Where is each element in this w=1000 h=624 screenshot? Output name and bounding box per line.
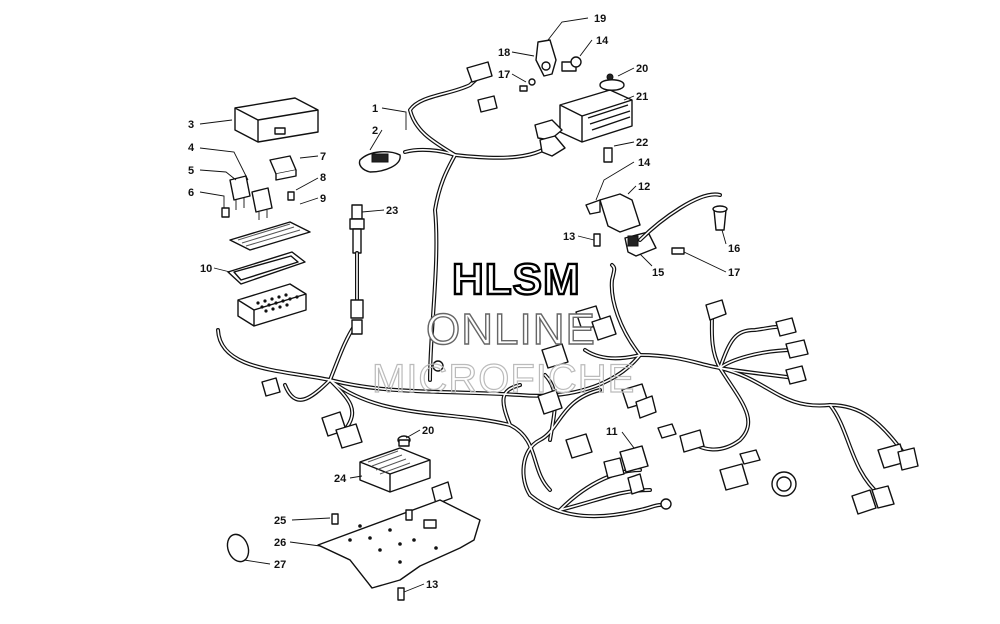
callout-3: 3 bbox=[188, 119, 194, 131]
coil-bracket bbox=[585, 193, 641, 233]
grommet-lower bbox=[397, 435, 411, 447]
harness-wire-core-2 bbox=[329, 354, 641, 397]
callout-1: 1 bbox=[372, 103, 378, 115]
harness-wire-core-20 bbox=[689, 367, 750, 451]
callout-26: 26 bbox=[274, 537, 286, 549]
callout-7: 7 bbox=[320, 151, 326, 163]
callout-20b: 20 bbox=[422, 425, 434, 437]
harness-wire-core-22 bbox=[529, 494, 661, 518]
watermark-line-2: ONLINE bbox=[426, 305, 596, 354]
ignition-coil bbox=[624, 231, 657, 257]
callout-6: 6 bbox=[188, 187, 194, 199]
control-module bbox=[359, 447, 431, 493]
callout-14b: 14 bbox=[638, 157, 651, 169]
callout-17b: 17 bbox=[728, 267, 740, 279]
watermark-line-1: HLSM bbox=[452, 255, 581, 304]
watermark-line-3: MICROFICHE bbox=[372, 357, 635, 401]
bolt-coil bbox=[671, 247, 685, 255]
harness-wire-core-19 bbox=[829, 404, 881, 496]
bolt-regulator bbox=[603, 147, 613, 163]
callout-21: 21 bbox=[636, 91, 648, 103]
voltage-regulator bbox=[534, 89, 633, 157]
relay-small bbox=[269, 155, 297, 181]
callout-17a: 17 bbox=[498, 69, 510, 81]
screw-lower bbox=[397, 587, 405, 601]
connector-cluster bbox=[603, 445, 649, 495]
callout-23: 23 bbox=[386, 205, 398, 217]
callout-25: 25 bbox=[274, 515, 286, 527]
harness-wire-core-1 bbox=[217, 329, 331, 381]
callout-8: 8 bbox=[320, 172, 326, 184]
callout-9: 9 bbox=[320, 193, 326, 205]
connector-top bbox=[466, 61, 498, 113]
screw-bracket bbox=[593, 233, 601, 247]
callout-5: 5 bbox=[188, 165, 194, 177]
harness-wire-core-6 bbox=[329, 379, 551, 491]
screw-plate bbox=[331, 513, 339, 525]
callout-19: 19 bbox=[594, 13, 606, 25]
callout-27: 27 bbox=[274, 559, 286, 571]
spark-plug-boot bbox=[712, 205, 728, 231]
harness-wire-core-11 bbox=[639, 354, 721, 369]
callout-13b: 13 bbox=[426, 579, 438, 591]
callout-22: 22 bbox=[636, 137, 648, 149]
harness-plug-connector bbox=[358, 151, 401, 173]
fuse-label-decal bbox=[229, 221, 311, 251]
dielectric-cap bbox=[599, 73, 625, 91]
fuse-mini bbox=[221, 191, 295, 218]
callout-14a: 14 bbox=[596, 35, 609, 47]
callout-15: 15 bbox=[652, 267, 664, 279]
callout-16: 16 bbox=[728, 243, 740, 255]
callout-4: 4 bbox=[188, 142, 195, 154]
harness-wire-core-15 bbox=[719, 349, 796, 369]
harness-wire-1 bbox=[216, 328, 332, 382]
callout-11: 11 bbox=[606, 426, 618, 438]
mounting-plate bbox=[317, 499, 481, 589]
fuse-block bbox=[237, 283, 307, 327]
fuse-box-gasket bbox=[227, 251, 306, 285]
mounting-bracket-top bbox=[519, 39, 582, 92]
harness-wire-15 bbox=[718, 348, 797, 370]
harness-wire-core-21 bbox=[522, 389, 601, 496]
harness-wire-core-9 bbox=[404, 149, 456, 156]
harness-wire-core-4 bbox=[284, 379, 331, 401]
harness-wire-core-5 bbox=[329, 379, 354, 431]
harness-wire-core-13 bbox=[584, 349, 641, 360]
callout-2: 2 bbox=[372, 125, 378, 137]
leader-lines bbox=[199, 17, 727, 593]
retaining-ring bbox=[226, 533, 250, 563]
connector-right bbox=[657, 299, 919, 515]
callout-10: 10 bbox=[200, 263, 212, 275]
fuse-box-cover bbox=[234, 97, 319, 143]
harness-wire-8 bbox=[408, 73, 482, 157]
watermark: HLSM ONLINE MICROFICHE bbox=[371, 254, 635, 402]
oxygen-sensor bbox=[349, 204, 365, 335]
callout-labels: 1 2 3 4 5 6 7 8 9 10 11 12 13 13 14 14 1… bbox=[188, 13, 740, 591]
callout-12: 12 bbox=[638, 181, 650, 193]
harness-wire-core-25 bbox=[502, 384, 521, 426]
relay-large bbox=[229, 175, 273, 220]
callout-20a: 20 bbox=[636, 63, 648, 75]
harness-wire-core-12 bbox=[610, 264, 641, 356]
callout-18: 18 bbox=[498, 47, 510, 59]
harness-wire-core-7 bbox=[429, 154, 456, 381]
connector-left bbox=[261, 305, 672, 510]
callout-24: 24 bbox=[334, 473, 347, 485]
callout-13a: 13 bbox=[563, 231, 575, 243]
